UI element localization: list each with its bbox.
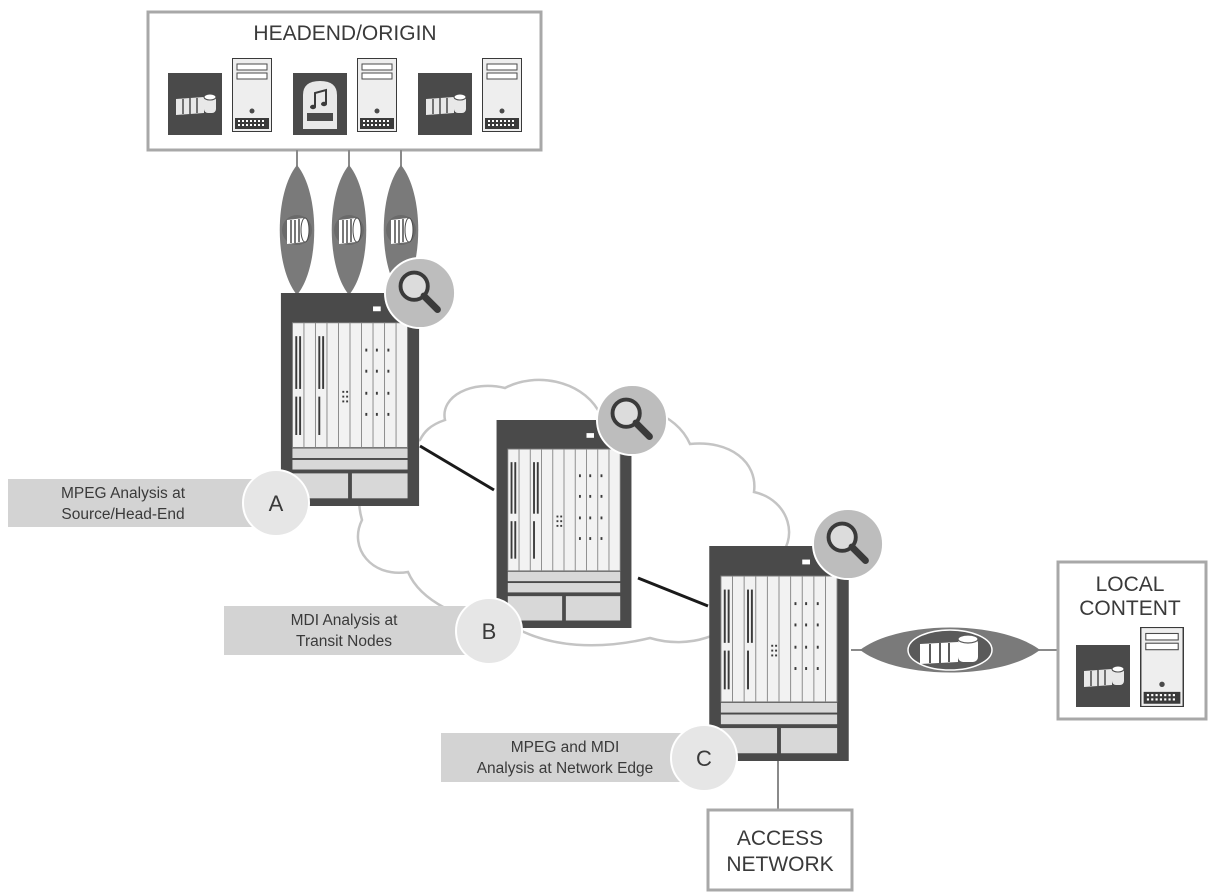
callout-b-line1: MDI Analysis at (291, 612, 399, 629)
link-b-to-c (637, 576, 709, 608)
callout-a-line1: MPEG Analysis at (61, 485, 186, 502)
headend-title: HEADEND/ORIGIN (253, 22, 436, 45)
server-icon (1140, 627, 1184, 707)
video-stream-icon (331, 165, 367, 295)
callout-c-line1: MPEG and MDI (511, 739, 620, 756)
headend-origin-box: HEADEND/ORIGIN (146, 10, 543, 152)
callout-a: MPEG Analysis at Source/Head-End A (8, 469, 310, 537)
local-content-title-line1: LOCAL (1096, 573, 1165, 596)
access-network-box: ACCESS NETWORK (706, 808, 854, 892)
access-network-line1: ACCESS (737, 827, 823, 850)
local-content-box: LOCAL CONTENT (1056, 560, 1208, 721)
router-headend (280, 293, 420, 506)
callout-a-letter: A (269, 491, 284, 516)
film-reel-icon (168, 73, 222, 135)
callout-b: MDI Analysis at Transit Nodes B (224, 597, 523, 665)
music-jukebox-icon (293, 73, 347, 135)
server-icon (232, 58, 272, 132)
callout-b-line2: Transit Nodes (296, 633, 392, 650)
callout-c: MPEG and MDI Analysis at Network Edge C (441, 724, 738, 792)
film-reel-icon (1076, 645, 1130, 707)
router-edge (708, 546, 850, 761)
callout-a-line2: Source/Head-End (61, 506, 184, 523)
video-stream-icon (860, 626, 1040, 674)
callout-b-letter: B (482, 619, 497, 644)
magnifier-icon (385, 258, 455, 328)
link-a-to-b (419, 444, 495, 492)
server-icon (357, 58, 397, 132)
callout-c-line2: Analysis at Network Edge (477, 760, 654, 777)
access-network-line2: NETWORK (726, 853, 833, 876)
film-reel-icon (418, 73, 472, 135)
router-transit (496, 420, 632, 628)
server-icon (482, 58, 522, 132)
magnifier-icon (597, 385, 667, 455)
magnifier-icon (813, 509, 883, 579)
video-stream-icon (279, 165, 315, 295)
callout-c-letter: C (696, 746, 712, 771)
local-content-title-line2: CONTENT (1079, 597, 1181, 620)
